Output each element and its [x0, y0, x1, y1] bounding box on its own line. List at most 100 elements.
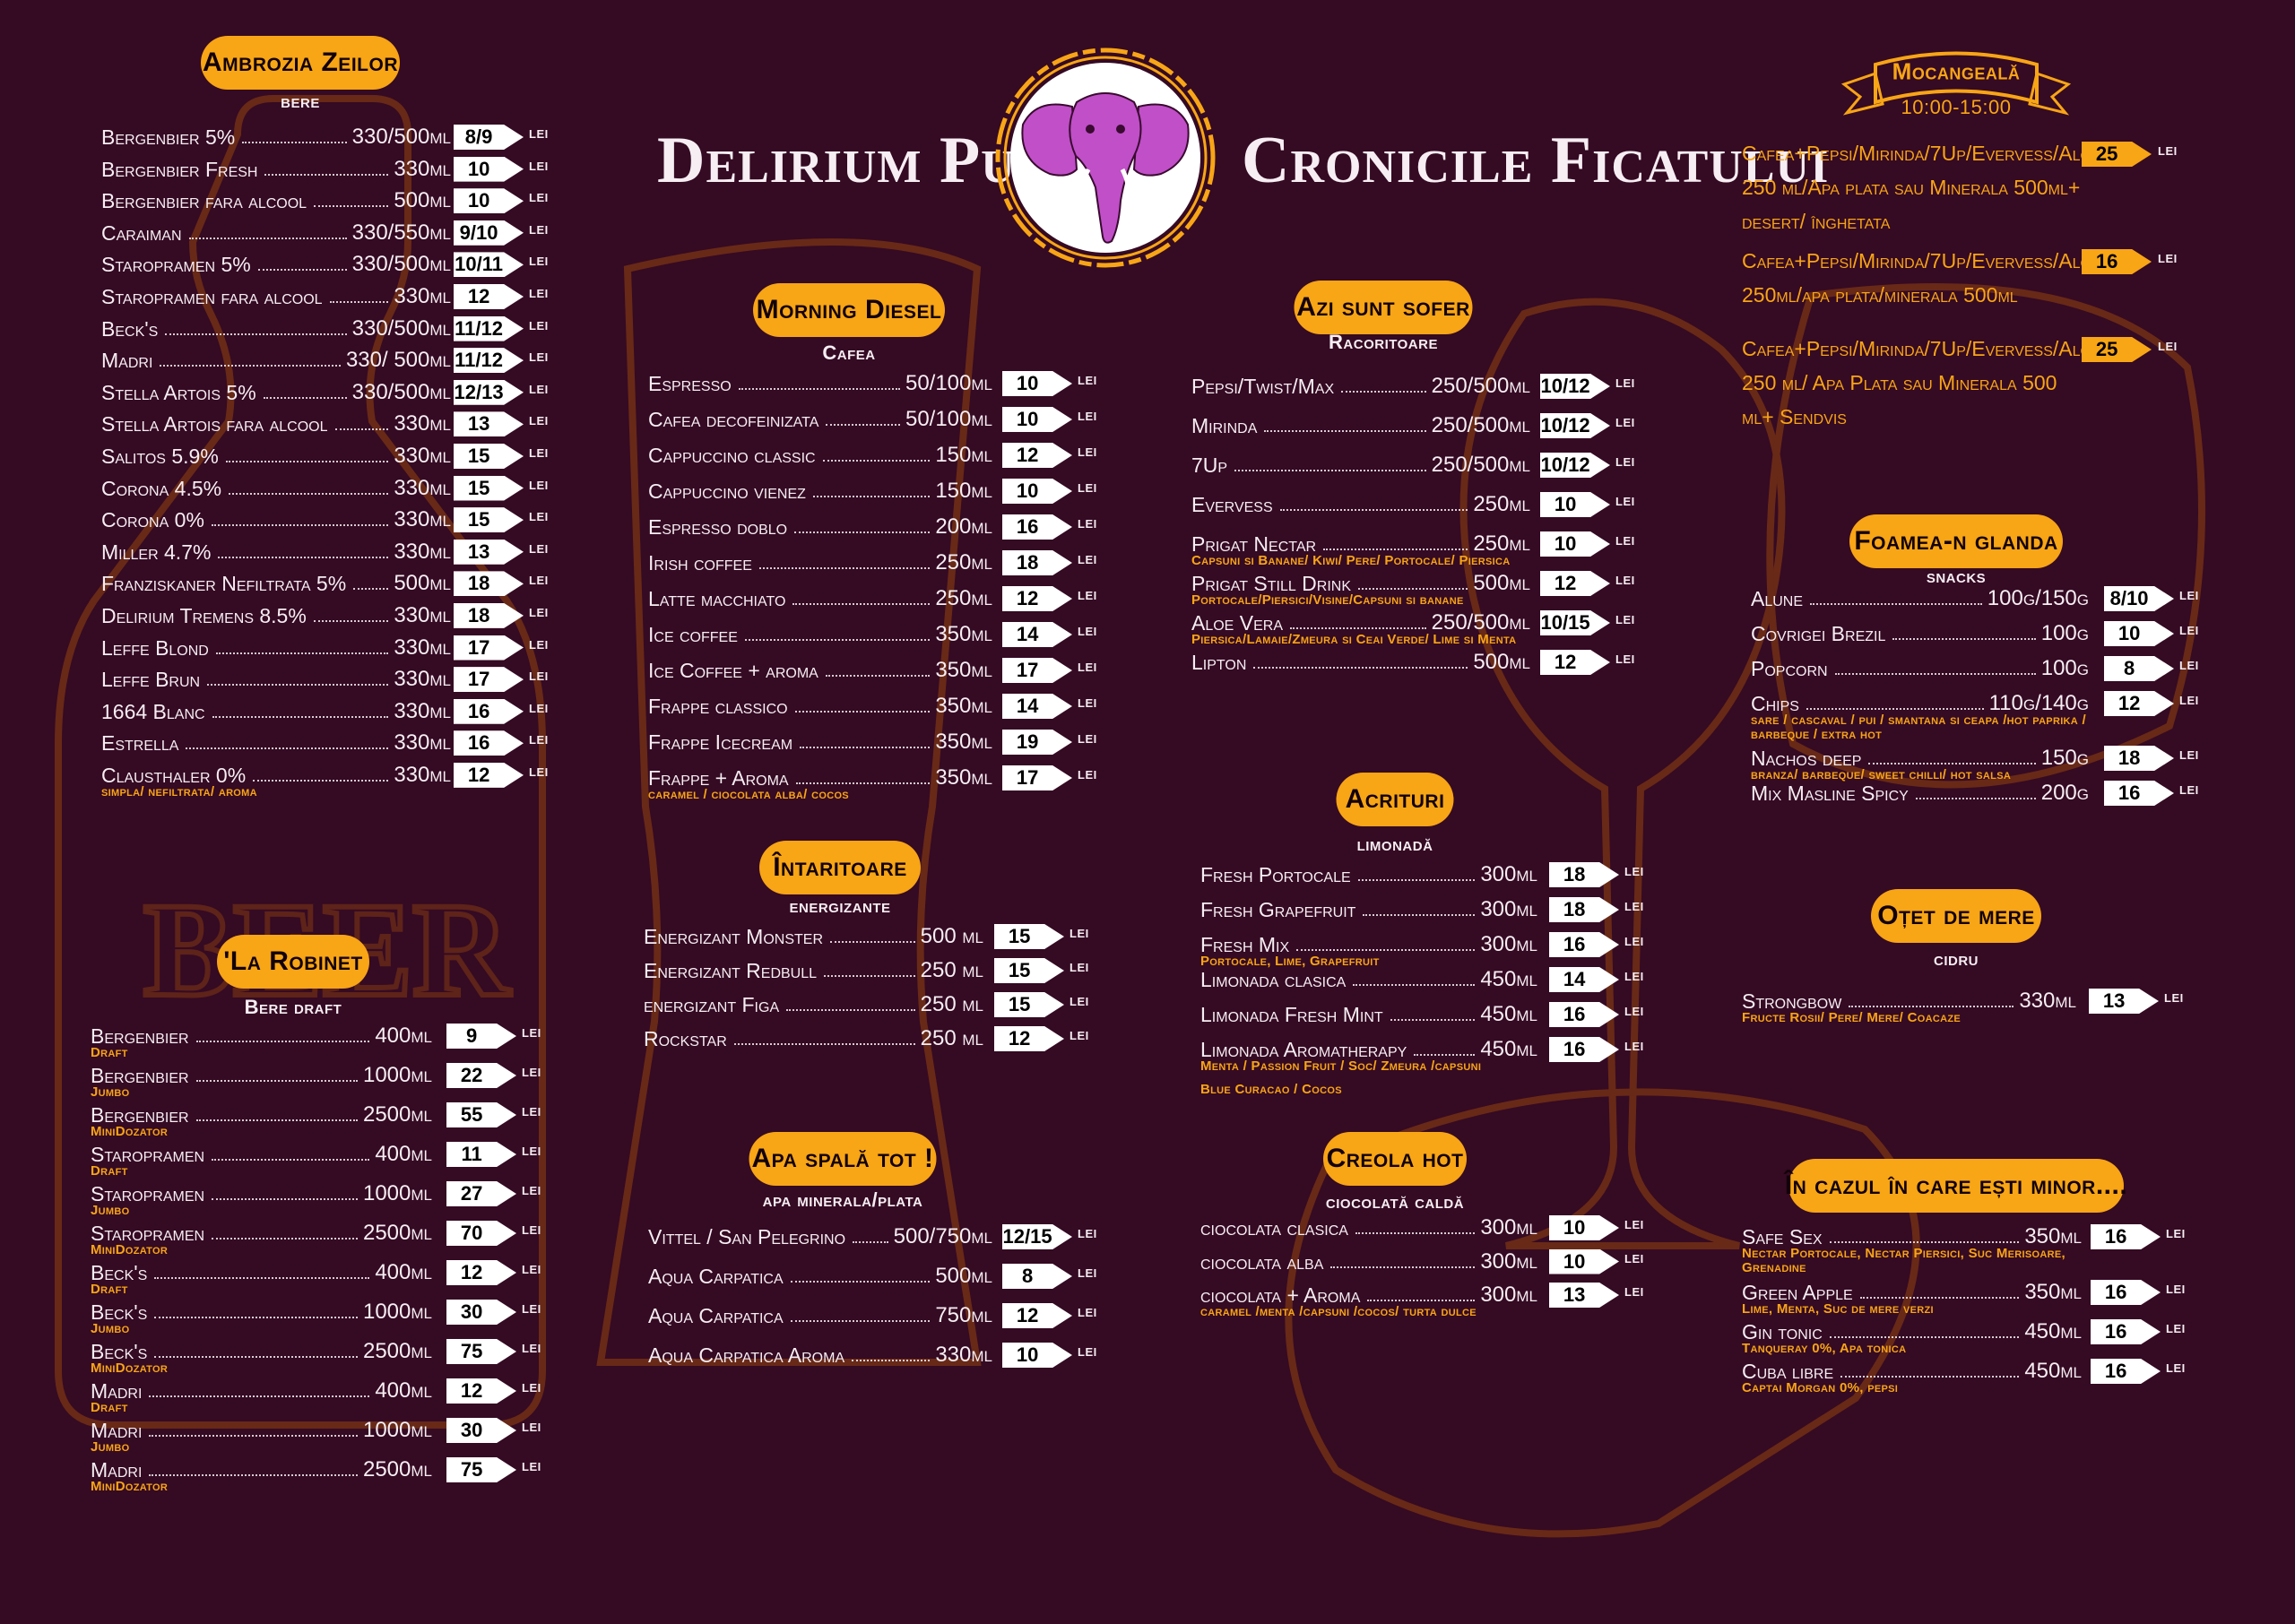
leader-dots — [1279, 509, 1468, 511]
leader-dots — [353, 588, 389, 591]
leader-dots — [212, 715, 389, 718]
item-name: Cappuccino vienez — [648, 479, 806, 503]
item-volume: 500ml — [1473, 650, 1530, 674]
item-volume: 330/500ml — [351, 315, 451, 341]
item-volume: 330ml — [394, 602, 451, 627]
price-value: 16 — [1563, 1038, 1586, 1060]
item-name: Evervess — [1191, 493, 1273, 516]
leader-dots — [786, 1009, 915, 1011]
item-note: Jumbo — [91, 1084, 130, 1100]
price-tag: 16 — [1549, 1037, 1619, 1062]
price-value: 13 — [467, 540, 490, 563]
item-volume: 1000ml — [362, 1418, 432, 1442]
price-value: 15 — [467, 508, 490, 531]
leader-dots — [1341, 391, 1426, 393]
leader-dots — [1849, 1006, 2014, 1007]
section-pill-creola: Creola hot — [1323, 1132, 1467, 1186]
currency-label: LEI — [1078, 625, 1097, 638]
price-value: 16 — [467, 699, 490, 722]
currency-label: LEI — [529, 222, 549, 237]
item-volume: 450ml — [2024, 1359, 2082, 1383]
item-volume: 330ml — [394, 698, 451, 723]
item-volume: 500ml — [935, 1264, 992, 1288]
item-volume: 500ml — [1473, 571, 1530, 595]
item-note: MiniDozator — [91, 1124, 169, 1139]
price-value: 10/12 — [1540, 375, 1590, 397]
leader-dots — [822, 460, 931, 462]
item-name: Bergenbier Fresh — [101, 157, 258, 181]
price-tag: 14 — [1002, 694, 1072, 719]
currency-label: LEI — [529, 541, 549, 556]
price-tag: 27 — [446, 1181, 516, 1206]
price-tag: 12 — [446, 1378, 516, 1404]
section-pill-morning: Morning Diesel — [753, 283, 945, 337]
price-tag: 12 — [1002, 586, 1072, 611]
price-value: 25 — [2095, 338, 2118, 360]
currency-label: LEI — [2179, 659, 2199, 672]
item-name: ciocolata + Aroma — [1200, 1283, 1361, 1307]
leader-dots — [738, 388, 900, 390]
currency-label: LEI — [1078, 445, 1097, 459]
price-tag: 10/15 — [1540, 610, 1610, 635]
currency-label: LEI — [1615, 613, 1635, 626]
leader-dots — [154, 1317, 358, 1318]
leader-dots — [830, 941, 915, 943]
item-name: Gin tonic — [1742, 1320, 1823, 1343]
menu-item-line: Delirium Tremens 8.5%330ml — [101, 602, 451, 627]
currency-label: LEI — [529, 286, 549, 300]
price-tag: 16 — [2104, 781, 2174, 806]
item-name: ciocolata clasica — [1200, 1216, 1348, 1240]
item-volume: 330ml — [394, 156, 451, 181]
item-name: Green Apple — [1742, 1281, 1853, 1304]
price-value: 12 — [467, 763, 490, 786]
item-note: Fructe Rosii/ Pere/ Mere/ Coacaze — [1742, 1010, 1961, 1025]
price-tag: 18 — [454, 602, 524, 628]
currency-label: LEI — [2166, 1361, 2186, 1375]
item-name: 1664 Blanc — [101, 699, 205, 723]
currency-label: LEI — [522, 1460, 541, 1473]
price-tag: 16 — [2091, 1359, 2161, 1384]
price-tag: 22 — [446, 1063, 516, 1088]
price-value: 14 — [1563, 968, 1586, 990]
price-tag: 16 — [454, 730, 524, 756]
price-value: 30 — [460, 1419, 483, 1441]
item-name: Bergenbier — [91, 1024, 189, 1048]
price-tag: 19 — [1002, 730, 1072, 755]
item-name: Limonada Aromatherapy — [1200, 1038, 1407, 1061]
item-name: Salitos 5.9% — [101, 444, 219, 468]
leader-dots — [160, 365, 341, 367]
item-volume: 330ml — [394, 667, 451, 692]
price-tag: 16 — [1549, 1002, 1619, 1027]
item-name: Limonada Fresh Mint — [1200, 1003, 1383, 1026]
currency-label: LEI — [529, 478, 549, 492]
price-value: 12/13 — [454, 380, 504, 403]
price-tag: 9 — [446, 1024, 516, 1049]
leader-dots — [1367, 1300, 1476, 1301]
leader-dots — [225, 460, 389, 462]
item-name: Chips — [1751, 692, 1799, 715]
item-volume: 330ml — [394, 635, 451, 660]
item-note: Portocale/Piersici/Visine/Capsuni si ban… — [1191, 592, 1464, 608]
